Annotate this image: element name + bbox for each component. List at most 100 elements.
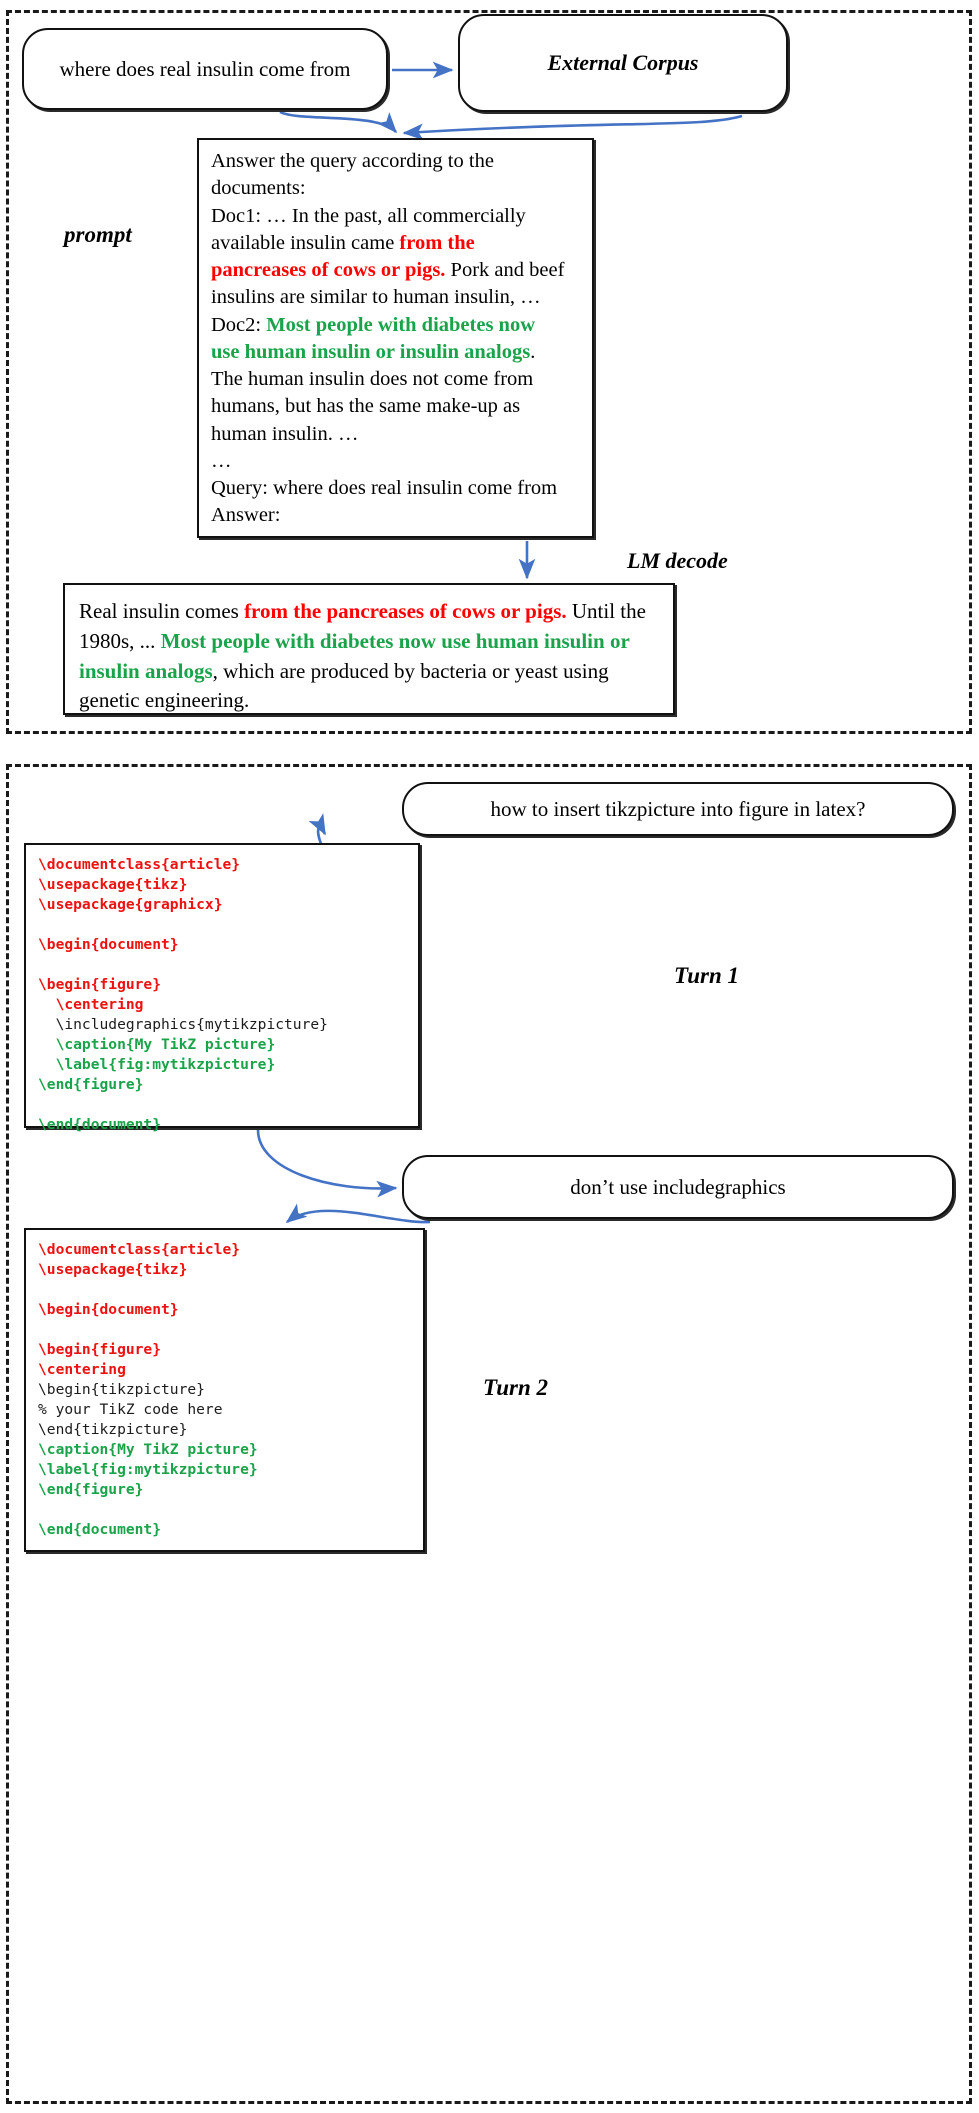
text-line: \centering [38, 995, 410, 1015]
query-box: where does real insulin come from [22, 28, 388, 110]
text-line: \end{figure} [38, 1480, 415, 1500]
text-line: documents: [211, 175, 582, 202]
text-segment: Answer the query according to the [211, 150, 494, 172]
text-segment: available insulin came [211, 231, 400, 254]
turn1-question-text: how to insert tikzpicture into figure in… [490, 796, 866, 821]
text-line: Doc2: Most people with diabetes now [211, 312, 582, 339]
text-segment: \centering [38, 1360, 126, 1378]
text-line: insulins are similar to human insulin, … [211, 284, 582, 311]
text-segment: \begin{document} [38, 935, 179, 953]
text-line: Answer: [211, 502, 582, 529]
text-line: \usepackage{tikz} [38, 1260, 415, 1280]
text-segment: The human insulin does not come from [211, 368, 534, 390]
turn2-code-box: \documentclass{article} \usepackage{tikz}… [24, 1228, 425, 1552]
text-segment: use human insulin or insulin analogs [211, 340, 531, 363]
answer-box: Real insulin comes from the pancreases o… [63, 583, 675, 715]
text-line: Doc1: … In the past, all commercially [211, 203, 582, 230]
text-segment: \caption{My TikZ picture} [38, 1035, 276, 1053]
text-segment: \begin{document} [38, 1300, 179, 1318]
turn1-code-text: \documentclass{article} \usepackage{tikz}… [38, 855, 410, 1135]
text-segment: \documentclass{article} [38, 856, 241, 873]
text-segment: Answer: [211, 504, 281, 527]
text-line [38, 915, 410, 935]
text-line: The human insulin does not come from [211, 366, 582, 393]
text-segment [38, 956, 47, 973]
text-segment: \caption{My TikZ picture} [38, 1440, 258, 1458]
text-line: available insulin came from the [211, 230, 582, 257]
text-segment: from the pancreases of cows or pigs. [244, 599, 567, 623]
turn2-question-box: don’t use includegraphics [402, 1155, 954, 1219]
text-line: \caption{My TikZ picture} [38, 1035, 410, 1055]
text-line: \end{figure} [38, 1075, 410, 1095]
text-segment: \usepackage{graphicx} [38, 895, 223, 913]
text-line: humans, but has the same make-up as [211, 393, 582, 420]
text-line: human insulin. … [211, 421, 582, 448]
text-line: \includegraphics{mytikzpicture} [38, 1015, 410, 1035]
text-segment: documents: [211, 177, 306, 200]
text-line: \begin{document} [38, 935, 410, 955]
text-segment: \includegraphics{mytikzpicture} [38, 1015, 328, 1033]
text-line: \begin{figure} [38, 975, 410, 995]
text-line: \usepackage{tikz} [38, 875, 410, 895]
text-segment: Doc1: … In the past, all commercially [211, 204, 526, 227]
text-line: … [211, 448, 582, 475]
text-segment: , which are produced by bacteria or yeas… [79, 658, 609, 713]
text-segment [38, 1501, 47, 1518]
text-segment: \begin{tikzpicture} [38, 1380, 205, 1398]
panel-multi-turn-code [6, 764, 972, 2104]
text-line: % your TikZ code here [38, 1400, 415, 1420]
text-segment: pancreases of cows or pigs. [211, 259, 446, 281]
text-segment: Real insulin comes [79, 599, 245, 623]
turn1-label: Turn 1 [674, 963, 739, 988]
text-line: \centering [38, 1360, 415, 1380]
text-segment: \label{fig:mytikzpicture} [38, 1055, 276, 1073]
text-segment: insulins are similar to human insulin, … [211, 286, 541, 309]
external-corpus-label: External Corpus [547, 50, 699, 75]
text-line: \label{fig:mytikzpicture} [38, 1460, 415, 1480]
turn1-code-box: \documentclass{article} \usepackage{tikz}… [24, 843, 420, 1133]
text-segment: \centering [38, 995, 144, 1013]
text-segment: \documentclass{article} [38, 1241, 241, 1258]
text-line [38, 955, 410, 975]
text-line: pancreases of cows or pigs. Pork and bee… [211, 257, 582, 284]
prompt-box: Answer the query according to the documen… [197, 138, 594, 538]
answer-text: Real insulin comes from the pancreases o… [79, 597, 661, 716]
text-segment: humans, but has the same make-up as [211, 395, 521, 418]
text-line: \usepackage{graphicx} [38, 895, 410, 915]
text-line: use human insulin or insulin analogs. [211, 339, 582, 366]
query-text: where does real insulin come from [59, 56, 351, 81]
text-segment: \end{tikzpicture} [38, 1420, 188, 1438]
text-line: Answer the query according to the [211, 148, 582, 175]
turn2-question-text: don’t use includegraphics [570, 1174, 786, 1199]
text-line: \documentclass{article} [38, 1240, 415, 1260]
text-segment: Most people with diabetes now use human … [79, 628, 630, 683]
text-line: Query: where does real insulin come from [211, 475, 582, 502]
text-line: \end{document} [38, 1115, 410, 1135]
text-line: \caption{My TikZ picture} [38, 1440, 415, 1460]
text-segment: \end{figure} [38, 1075, 144, 1093]
text-segment: human insulin. … [211, 422, 359, 445]
text-segment: … [211, 449, 232, 472]
text-segment: \usepackage{tikz} [38, 1260, 188, 1278]
text-line: \documentclass{article} [38, 855, 410, 875]
text-segment: \begin{figure} [38, 975, 162, 993]
text-line: \begin{tikzpicture} [38, 1380, 415, 1400]
text-segment [38, 1321, 47, 1338]
text-segment: Until the 1980s, ... [79, 599, 646, 653]
text-segment: . [530, 340, 536, 363]
text-line: \begin{document} [38, 1300, 415, 1320]
text-segment: \label{fig:mytikzpicture} [38, 1460, 258, 1478]
text-segment: Query: where does real insulin come from [211, 477, 558, 499]
text-segment [38, 1281, 47, 1298]
prompt-text: Answer the query according to the documen… [211, 148, 582, 530]
text-segment: from the [399, 231, 475, 254]
text-segment [38, 1096, 47, 1113]
text-segment: % your TikZ code here [38, 1400, 223, 1418]
text-segment: \end{figure} [38, 1480, 144, 1498]
prompt-label: prompt [64, 222, 132, 247]
text-line: \end{tikzpicture} [38, 1420, 415, 1440]
text-line: \end{document} [38, 1520, 415, 1540]
text-segment: \end{document} [38, 1520, 162, 1538]
text-segment: \usepackage{tikz} [38, 875, 188, 893]
